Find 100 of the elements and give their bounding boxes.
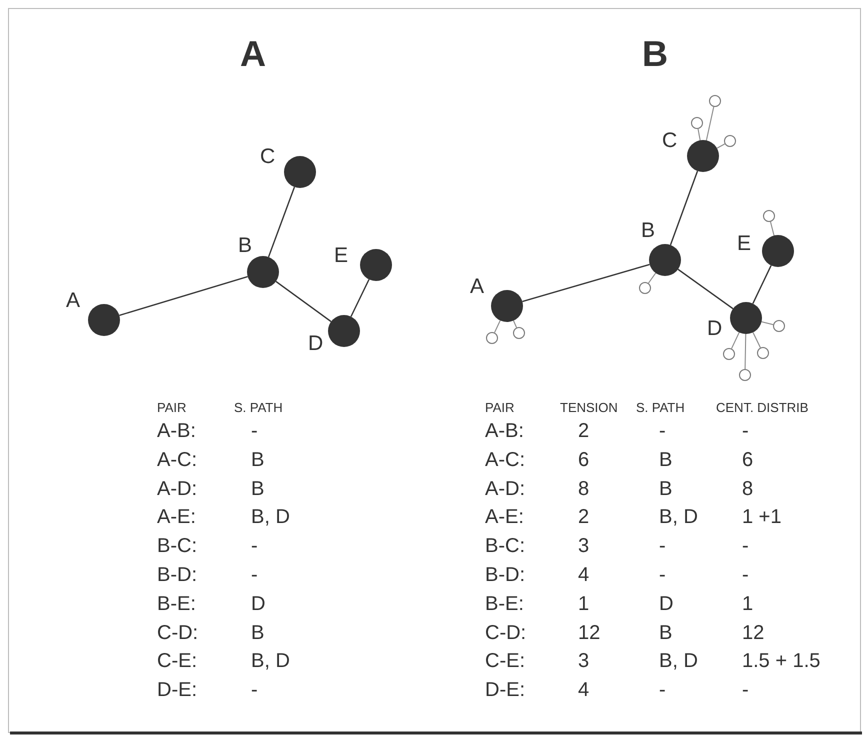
connector-line [698,128,701,141]
pair-label: A-D: [485,478,525,499]
table-value: - [742,565,749,585]
connector-line [648,272,656,284]
table-value: 12 [742,622,764,643]
table-value: - [251,565,258,585]
connector-line [706,106,714,141]
connector-line [268,186,296,258]
satellite-circle [486,332,498,344]
table-value: 1 +1 [742,507,782,528]
table-value: B, D [659,507,698,528]
pair-label: A-B: [485,421,524,441]
satellite-circle [691,117,703,129]
table-value: B [251,450,264,470]
table-value: B, D [659,651,698,672]
pair-label: C-D: [157,622,198,643]
pair-label: A-C: [485,450,525,470]
table-value: 1 [578,594,590,614]
connector-line [350,279,370,317]
column-header: S. PATH [636,401,685,414]
table-value: D [251,594,266,614]
table-value: 6 [742,450,754,470]
table-value: - [251,680,258,700]
table-value: 3 [578,536,590,556]
connector-line [770,221,775,236]
node-label: C [260,146,276,167]
column-header: CENT. DISTRIB [716,401,808,414]
table-value: B [659,450,672,470]
pair-label: B-C: [157,536,197,556]
node-label: D [707,318,722,339]
table-value: B [251,478,264,499]
pair-label: D-E: [157,680,197,700]
table-value: - [251,536,258,556]
satellite-circle [773,320,785,332]
table-value: 2 [578,507,590,528]
pair-label: A-E: [157,507,196,528]
title-letter: A [240,36,266,72]
connector-line [670,170,698,246]
table-value: 8 [742,478,754,499]
column-header: PAIR [157,401,186,414]
connector-line [731,332,740,350]
table-value: 2 [578,421,590,441]
pair-label: B-D: [485,565,525,585]
column-header: PAIR [485,401,514,414]
node-label: E [334,245,348,266]
table-value: 3 [578,651,590,672]
pair-label: C-E: [157,651,197,672]
pair-label: C-E: [485,651,525,672]
table-value: - [742,680,749,700]
table-value: 6 [578,450,590,470]
node-label: A [66,290,80,311]
pair-label: D-E: [485,680,525,700]
pair-label: A-C: [157,450,197,470]
connector-line [522,264,650,302]
table-value: - [659,421,666,441]
satellite-circle [709,95,721,107]
node-label: D [308,333,324,354]
pair-label: B-E: [157,594,196,614]
table-value: 4 [578,680,590,700]
connector-line [752,332,761,348]
satellite-circle [513,327,525,339]
pair-label: B-C: [485,536,525,556]
column-header: S. PATH [234,401,283,414]
table-value: 1.5 + 1.5 [742,651,820,672]
column-header: TENSION [560,401,618,414]
connector-line [716,143,726,149]
satellite-circle [739,369,751,381]
node-label: E [737,233,752,254]
table-value: D [659,594,674,614]
pair-label: A-B: [157,421,196,441]
satellite-circle [757,347,769,359]
table-value: 4 [578,565,590,585]
satellite-circle [763,210,775,222]
connector-line [761,321,774,326]
node-label: B [238,235,252,256]
connector-line [494,320,501,334]
node-label: B [641,220,656,241]
pair-label: B-E: [485,594,524,614]
table-value: - [659,565,666,585]
table-value: - [659,680,666,700]
pair-label: A-E: [485,507,524,528]
table-value: B, D [251,507,290,528]
table-value: - [251,421,258,441]
connector-line [276,280,332,322]
satellite-circle [723,348,735,360]
pair-label: B-D: [157,565,197,585]
satellite-circle [724,135,736,147]
table-value: 12 [578,622,600,643]
title-letter: B [642,36,668,72]
table-value: B [659,622,672,643]
connector-line [752,265,772,304]
table-value: 8 [578,478,590,499]
table-value: - [742,421,749,441]
table-value: - [659,536,666,556]
table-value: 1 [742,594,754,614]
satellite-circle [639,282,651,294]
node-label: C [662,130,678,151]
table-value: B [251,622,264,643]
node-label: A [470,276,484,297]
table-value: B, D [251,651,290,672]
